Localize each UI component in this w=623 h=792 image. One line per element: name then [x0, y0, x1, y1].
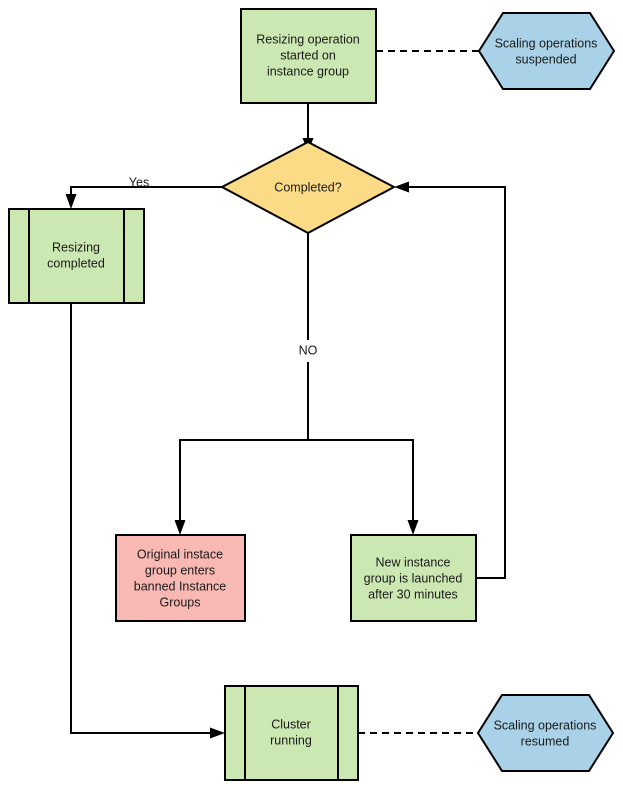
node-scaling-suspended[interactable]: Scaling operations suspended — [477, 12, 616, 90]
edge-new-group-retry — [394, 181, 506, 579]
edge-no-to-banned-line — [179, 439, 308, 522]
edge-label-yes: Yes — [129, 175, 149, 189]
node-scaling-resumed-hexagon[interactable] — [476, 694, 615, 772]
arrowhead-into-decision-retry — [394, 181, 409, 193]
node-original-group-banned-box[interactable] — [115, 534, 246, 622]
arrowhead-into-resizing-completed — [65, 194, 77, 209]
node-cluster-running-box[interactable] — [224, 685, 359, 781]
node-resizing-completed-box[interactable] — [8, 208, 145, 304]
node-original-group-banned-line-3: banned Instance — [134, 579, 226, 593]
edge-no-to-new-group — [308, 439, 419, 535]
arrowhead-into-new-group — [407, 520, 419, 535]
edge-decision-no: NO — [299, 233, 318, 440]
node-completed-decision-diamond[interactable] — [219, 140, 397, 235]
node-original-group-banned-line-4: Groups — [160, 595, 201, 609]
node-completed-decision[interactable]: Completed? — [219, 140, 397, 235]
node-resizing-started[interactable]: Resizing operation started on instance g… — [240, 8, 377, 104]
node-layer: Resizing operation started on instance g… — [8, 8, 616, 781]
node-new-group-launched-line-1: New instance — [375, 555, 450, 569]
node-resizing-started-line-1: Resizing operation — [256, 32, 360, 46]
edge-completed-to-cluster-line — [70, 303, 212, 734]
node-original-group-banned[interactable]: Original instace group enters banned Ins… — [115, 534, 246, 622]
node-scaling-resumed[interactable]: Scaling operations resumed — [476, 694, 615, 772]
edge-layer: Scaling operations suspended --> Complet… — [65, 50, 506, 739]
node-cluster-running-line-1: Cluster — [271, 717, 311, 731]
node-new-group-launched[interactable]: New instance group is launched after 30 … — [350, 534, 477, 622]
node-new-group-launched-line-3: after 30 minutes — [368, 587, 458, 601]
edge-label-no: NO — [299, 343, 318, 357]
edge-decision-yes-line — [70, 186, 222, 196]
node-resizing-started-box[interactable] — [240, 8, 377, 104]
arrowhead-into-banned-group — [174, 520, 186, 535]
edge-no-to-banned — [174, 439, 308, 535]
node-cluster-running[interactable]: Cluster running — [224, 685, 359, 781]
node-scaling-suspended-line-2: suspended — [515, 52, 576, 66]
node-new-group-launched-box[interactable] — [350, 534, 477, 622]
edge-completed-to-cluster — [70, 303, 225, 739]
node-scaling-resumed-line-1: Scaling operations — [494, 718, 597, 732]
edge-decision-yes: Yes — [65, 175, 222, 209]
node-original-group-banned-line-1: Original instace — [137, 547, 223, 561]
node-original-group-banned-line-2: group enters — [145, 563, 215, 577]
arrowhead-into-cluster-running — [210, 727, 225, 739]
node-scaling-resumed-line-2: resumed — [521, 734, 570, 748]
edge-no-to-new-group-line — [308, 439, 414, 522]
node-resizing-completed[interactable]: Resizing completed — [8, 208, 145, 304]
node-completed-decision-label: Completed? — [274, 180, 341, 194]
node-cluster-running-line-2: running — [270, 733, 312, 747]
node-resizing-started-line-2: started on — [280, 48, 336, 62]
node-scaling-suspended-hexagon[interactable] — [477, 12, 616, 90]
node-resizing-completed-line-2: completed — [47, 256, 105, 270]
node-new-group-launched-line-2: group is launched — [364, 571, 463, 585]
node-scaling-suspended-line-1: Scaling operations — [495, 36, 598, 50]
node-resizing-completed-line-1: Resizing — [52, 240, 100, 254]
node-resizing-started-line-3: instance group — [267, 64, 349, 78]
edge-new-group-retry-line — [407, 186, 506, 579]
